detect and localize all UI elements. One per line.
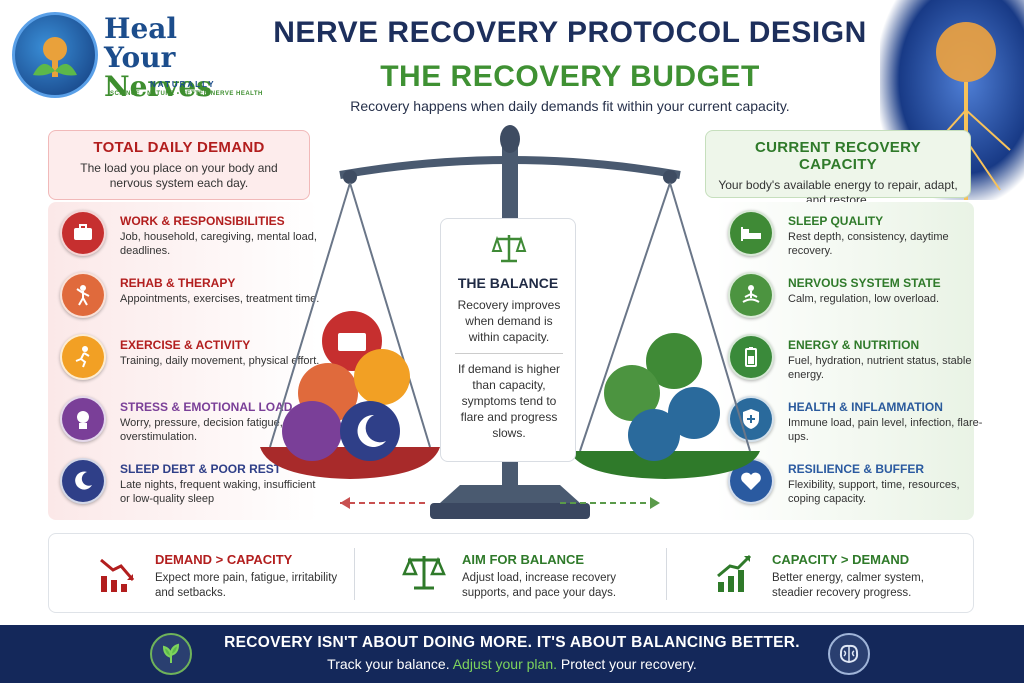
bed-icon <box>728 210 774 256</box>
stress-head-icon <box>60 396 106 442</box>
outcome-divider-1 <box>354 548 355 600</box>
pan-stress-ball <box>282 401 342 461</box>
demand-item-stress: STRESS & EMOTIONAL LOAD Worry, pressure,… <box>56 392 312 450</box>
pan-running-ball <box>354 349 410 405</box>
page-tagline: Recovery happens when daily demands fit … <box>350 98 790 114</box>
capacity-header: CURRENT RECOVERY CAPACITY Your body's av… <box>705 130 971 207</box>
balance-divider <box>455 353 563 354</box>
demand-header: TOTAL DAILY DEMAND The load you place on… <box>48 130 310 200</box>
leaf-icon <box>150 633 192 675</box>
balance-box: THE BALANCE Recovery improves when deman… <box>440 218 576 462</box>
brand-naturally: NATURALLY <box>150 80 216 89</box>
capacity-list: SLEEP QUALITY Rest depth, consistency, d… <box>716 202 982 520</box>
balance-text-2: If demand is higher than capacity, sympt… <box>457 362 561 440</box>
moon-icon <box>60 458 106 504</box>
brain-icon <box>828 633 870 675</box>
battery-icon <box>728 334 774 380</box>
page-subtitle: THE RECOVERY BUDGET <box>380 60 760 93</box>
pan-meditation-ball <box>604 365 660 421</box>
scale-finial <box>500 125 520 153</box>
demand-item-rehab: REHAB & THERAPY Appointments, exercises,… <box>56 268 319 326</box>
capacity-item-energy: ENERGY & NUTRITION Fuel, hydration, nutr… <box>724 330 980 388</box>
balance-title: THE BALANCE <box>457 275 559 291</box>
demand-title: TOTAL DAILY DEMAND <box>93 139 265 156</box>
demand-item-sleep-debt: SLEEP DEBT & POOR REST Late nights, freq… <box>56 454 315 512</box>
demand-list: WORK & RESPONSIBILITIES Job, household, … <box>48 202 319 520</box>
outcome-row: DEMAND > CAPACITY Expect more pain, fati… <box>48 533 974 613</box>
footer-headline: RECOVERY ISN'T ABOUT DOING MORE. IT'S AB… <box>224 634 800 651</box>
capacity-item-health: HEALTH & INFLAMMATION Immune load, pain … <box>724 392 982 450</box>
demand-item-work: WORK & RESPONSIBILITIES Job, household, … <box>56 206 317 264</box>
left-chains <box>269 182 431 448</box>
outcome-divider-2 <box>666 548 667 600</box>
scale-beam <box>339 156 681 179</box>
capacity-item-resilience: RESILIENCE & BUFFER Flexibility, support… <box>724 454 980 512</box>
pan-bed-ball <box>646 333 702 389</box>
footer-subline: Track your balance. Adjust your plan. Pr… <box>327 656 697 672</box>
briefcase-icon <box>60 210 106 256</box>
demand-desc: The load you place on your body and nerv… <box>80 161 278 190</box>
capacity-pan <box>570 451 760 479</box>
balance-scale-icon <box>491 235 527 263</box>
brand-tagline: SCIENCE • NATURE • BETTER NERVE HEALTH <box>110 91 263 97</box>
head-leaf-icon <box>33 37 77 77</box>
growth-chart-icon <box>717 554 752 592</box>
brand-logo <box>12 12 98 98</box>
right-chains <box>579 182 751 452</box>
outcome-demand-over-capacity: DEMAND > CAPACITY Expect more pain, fati… <box>49 534 354 614</box>
decline-chart-icon <box>100 558 135 592</box>
footer-banner: RECOVERY ISN'T ABOUT DOING MORE. IT'S AB… <box>0 625 1024 683</box>
page-title: NERVE RECOVERY PROTOCOL DESIGN <box>273 16 867 49</box>
balance-scale-illustration <box>260 125 760 519</box>
pan-shield-ball <box>668 387 720 439</box>
exercise-icon <box>60 272 106 318</box>
brand-name: Heal Your Nerves <box>104 12 213 103</box>
balance-scale-icon <box>402 556 446 590</box>
capacity-title: CURRENT RECOVERY CAPACITY <box>755 139 921 173</box>
balance-text-1: Recovery improves when demand is within … <box>457 298 561 344</box>
demand-item-exercise: EXERCISE & ACTIVITY Training, daily move… <box>56 330 319 388</box>
scale-base <box>440 485 580 503</box>
pan-health-ball <box>628 409 680 461</box>
outcome-capacity-over-demand: CAPACITY > DEMAND Better energy, calmer … <box>666 534 974 614</box>
capacity-item-sleep: SLEEP QUALITY Rest depth, consistency, d… <box>724 206 980 264</box>
capacity-item-nervous: NERVOUS SYSTEM STATE Calm, regulation, l… <box>724 268 980 326</box>
running-icon <box>60 334 106 380</box>
meditation-icon <box>728 272 774 318</box>
pan-moon-ball <box>340 401 400 461</box>
outcome-aim-for-balance: AIM FOR BALANCE Adjust load, increase re… <box>354 534 666 614</box>
